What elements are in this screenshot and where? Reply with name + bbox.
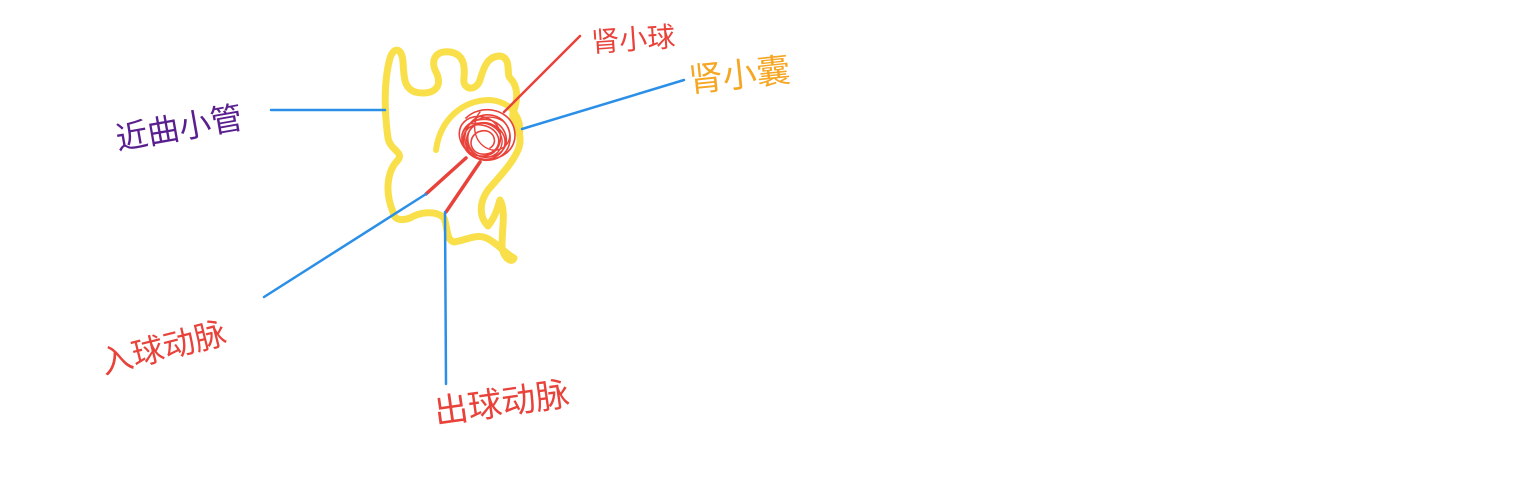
glomerulus-scribble (458, 109, 516, 162)
label-glomerulus: 肾小球 (590, 20, 676, 59)
label-efferent-arteriole: 出球动脉 (432, 374, 572, 433)
leader-line-afferent (262, 192, 428, 299)
tubule-outline (381, 46, 524, 264)
label-proximal-tubule: 近曲小管 (113, 98, 246, 158)
leader-line-glomerulus (502, 34, 582, 114)
afferent-vessel (424, 156, 468, 196)
leader-line-capsule (520, 78, 686, 131)
efferent-vessel (444, 160, 482, 214)
capsule-inner-curve (433, 97, 524, 153)
label-afferent-arteriole: 入球动脉 (97, 314, 230, 382)
leader-line-efferent (443, 210, 448, 386)
label-glomerular-capsule: 肾小囊 (687, 51, 793, 101)
